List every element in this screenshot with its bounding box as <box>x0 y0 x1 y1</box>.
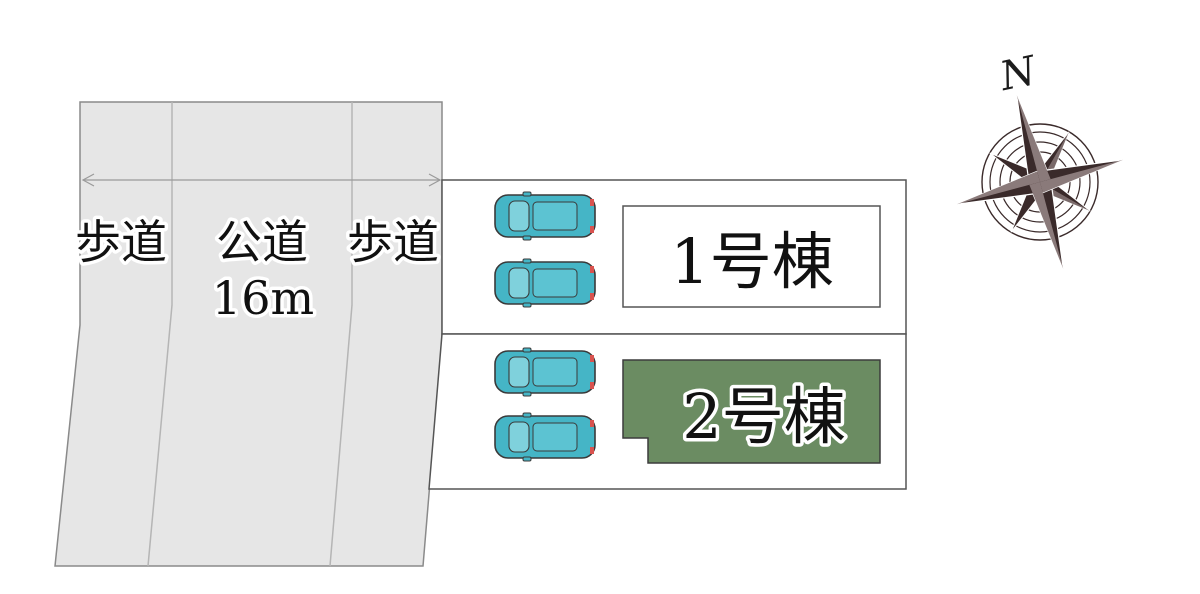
car-mirror <box>522 258 532 264</box>
car-roof <box>532 422 578 452</box>
car-2-2 <box>494 412 596 462</box>
car-mirror <box>522 391 532 397</box>
car-roof <box>532 268 578 298</box>
sidewalk-line-left <box>147 102 173 567</box>
building-2[interactable] <box>622 359 881 464</box>
car-1-1 <box>494 191 596 241</box>
car-windshield <box>508 200 530 232</box>
compass-ring <box>999 141 1081 223</box>
compass-ring <box>981 123 1099 241</box>
car-roof <box>532 357 578 387</box>
car-taillight <box>590 266 594 273</box>
compass-rose: N <box>956 47 1124 270</box>
car-taillight <box>590 226 594 233</box>
sidewalk-left-label: 歩道 <box>75 215 167 269</box>
car-mirror <box>522 347 532 353</box>
car-mirror <box>522 235 532 241</box>
building-1-label: 1号棟 <box>670 225 833 298</box>
car-taillight <box>590 447 594 454</box>
car-taillight <box>590 420 594 427</box>
car-mirror <box>522 302 532 308</box>
car-windshield <box>508 356 530 388</box>
compass-needle-highlight <box>1029 182 1064 269</box>
car-windshield <box>508 421 530 453</box>
car-mirror <box>522 191 532 197</box>
compass-needles <box>956 94 1124 270</box>
building-1[interactable] <box>622 205 881 308</box>
compass-north-label: N <box>995 47 1042 100</box>
road-width-label: 16m <box>212 271 314 325</box>
dimension-arrow-right <box>428 173 442 187</box>
car-mirror <box>522 412 532 418</box>
car-2-1 <box>494 347 596 397</box>
compass-ring <box>989 131 1091 233</box>
car-windshield <box>508 267 530 299</box>
car-taillight <box>590 199 594 206</box>
car-1-2 <box>494 258 596 308</box>
car-taillight <box>590 293 594 300</box>
building-2-label: 2号棟 <box>682 380 845 453</box>
car-taillight <box>590 355 594 362</box>
road: 歩道 公道 歩道 16m <box>54 101 443 567</box>
dimension-arrow-left <box>81 173 95 187</box>
sidewalk-line-right <box>329 102 353 567</box>
compass-needle-highlight <box>1040 159 1124 193</box>
car-taillight <box>590 382 594 389</box>
compass-needle-highlight <box>956 171 1040 205</box>
road-surface <box>54 101 443 567</box>
sidewalk-right-label: 歩道 <box>347 215 439 269</box>
public-road-label: 公道 <box>216 215 308 269</box>
compass-needle-highlight <box>1016 95 1051 182</box>
car-mirror <box>522 456 532 462</box>
parking <box>494 191 596 462</box>
car-roof <box>532 201 578 231</box>
